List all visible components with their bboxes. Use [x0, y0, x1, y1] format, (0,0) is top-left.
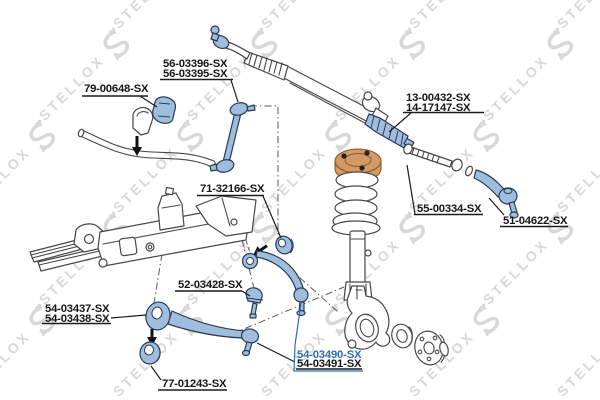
strut-assembly [331, 148, 382, 301]
stabilizer-bar-bushing [152, 96, 177, 124]
spare-bushing [139, 341, 161, 365]
leader-lines [110, 79, 505, 381]
part-labels: 56-03396-SX 56-03395-SX 79-00648-SX 13-0… [45, 58, 568, 390]
part-label-arm-bushing: 71-32166-SX [200, 183, 265, 195]
coil-spring [331, 171, 381, 236]
wheel-bearing [391, 323, 413, 349]
part-number[interactable]: 52-03428-SX [178, 279, 243, 291]
ball-joint [245, 287, 264, 319]
part-number[interactable]: 51-04622-SX [503, 215, 568, 227]
part-number[interactable]: 13-00432-SX [406, 92, 471, 104]
part-number[interactable]: 54-03438-SX [45, 313, 110, 325]
part-number[interactable]: 71-32166-SX [200, 183, 265, 195]
part-label-lower-arm-bushing: 54-03437-SX 54-03438-SX [45, 303, 110, 325]
tie-rod-end-upper [210, 25, 230, 50]
stabilizer-link [209, 102, 256, 173]
part-number[interactable]: 14-17147-SX [406, 102, 471, 114]
subframe [29, 186, 257, 272]
part-number[interactable]: 56-03396-SX [163, 58, 228, 70]
insert-arrow-lower-bushing [147, 329, 157, 346]
tie-rod-end [473, 169, 519, 219]
inner-tie-rod [403, 143, 474, 177]
part-number[interactable]: 56-03395-SX [163, 68, 228, 80]
insert-arrow-bushing [132, 136, 142, 156]
part-label-spare-bushing: 77-01243-SX [162, 378, 227, 390]
stabilizer-bar [77, 128, 216, 168]
part-number[interactable]: 79-00648-SX [84, 83, 149, 95]
part-number[interactable]: 54-03437-SX [45, 303, 110, 315]
part-label-ball-joint: 52-03428-SX [178, 279, 243, 291]
steering-knuckle [344, 285, 391, 350]
part-number[interactable]: 54-03491-SX [297, 358, 362, 370]
stabilizer-bar-bracket [132, 106, 154, 136]
control-arm-bushing [275, 235, 294, 255]
part-label-control-arm: 54-03490-SX 54-03491-SX [297, 349, 362, 370]
lower-control-arm [145, 301, 260, 357]
label-underlines [42, 78, 568, 391]
part-number[interactable]: 55-00334-SX [417, 203, 482, 215]
part-label-stab-link: 56-03396-SX 56-03395-SX [163, 58, 228, 80]
wheel-hub [414, 330, 449, 366]
part-label-stab-bushing: 79-00648-SX [84, 83, 149, 95]
part-number[interactable]: 77-01243-SX [162, 378, 227, 390]
part-label-inner-tie-rod: 55-00334-SX [417, 203, 482, 215]
part-label-rack-boot: 13-00432-SX 14-17147-SX [406, 92, 471, 114]
part-label-tie-rod-end: 51-04622-SX [503, 215, 568, 227]
part-number-highlighted[interactable]: 54-03490-SX [297, 349, 362, 361]
steering-rack [225, 41, 389, 131]
